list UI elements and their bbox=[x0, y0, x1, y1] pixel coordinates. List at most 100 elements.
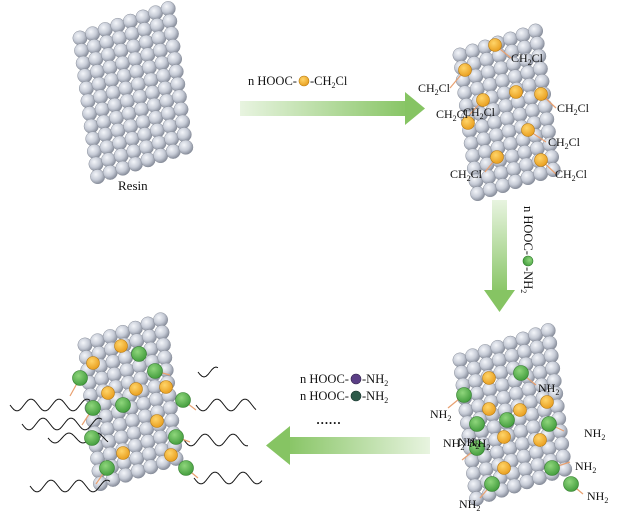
resin-bead bbox=[135, 114, 151, 130]
resin-bead bbox=[86, 143, 102, 159]
chloromethyl-unit bbox=[114, 339, 128, 353]
resin-bead bbox=[502, 335, 518, 351]
resin-bead bbox=[119, 362, 135, 378]
resin-bead bbox=[160, 106, 176, 122]
resin-bead bbox=[102, 164, 118, 180]
resin-bead bbox=[108, 110, 124, 126]
resin-bead bbox=[465, 43, 481, 59]
resin-bead bbox=[115, 55, 131, 71]
resin-bead bbox=[116, 68, 132, 84]
amine-unit-icon bbox=[522, 255, 534, 267]
resin-bead bbox=[94, 371, 110, 387]
resin-bead bbox=[153, 429, 169, 445]
resin-bead bbox=[104, 72, 120, 88]
resin-bead bbox=[140, 47, 156, 63]
resin-bead bbox=[90, 333, 106, 349]
resin-bead bbox=[493, 165, 509, 181]
resin-bead bbox=[75, 55, 91, 71]
chloromethyl-unit bbox=[164, 448, 178, 462]
ch2cl-label: CH2Cl bbox=[436, 107, 469, 123]
resin-bead bbox=[531, 352, 547, 368]
chloromethyl-unit bbox=[101, 386, 115, 400]
resin-bead bbox=[165, 38, 181, 54]
step1-arrow bbox=[240, 92, 425, 125]
chloromethyl-unit bbox=[482, 371, 496, 385]
resin-bead bbox=[134, 101, 150, 117]
ch2cl-label: CH2Cl bbox=[555, 167, 588, 183]
resin-bead bbox=[96, 114, 112, 130]
resin-bead bbox=[154, 324, 170, 340]
resin-bead bbox=[129, 333, 145, 349]
resin-bead bbox=[452, 47, 468, 63]
resin-bead bbox=[123, 118, 139, 134]
resin-bead bbox=[111, 30, 127, 46]
resin-bead bbox=[83, 118, 99, 134]
chloromethyl-unit bbox=[533, 433, 547, 447]
chloromethyl-unit bbox=[159, 380, 173, 394]
resin-bead bbox=[532, 470, 547, 486]
resin-bead bbox=[482, 182, 498, 198]
resin-bead bbox=[148, 5, 164, 21]
resin-bead bbox=[504, 348, 520, 364]
resin-bead bbox=[163, 26, 179, 42]
resin-bead bbox=[526, 419, 541, 435]
resin-bead bbox=[494, 377, 510, 393]
resin-bead bbox=[506, 478, 522, 494]
resin-bead bbox=[83, 387, 99, 403]
resin-bead bbox=[495, 178, 511, 194]
resin-bead bbox=[517, 344, 532, 360]
resin-bead bbox=[504, 148, 520, 164]
chloromethyl-unit-icon bbox=[298, 75, 310, 87]
nh2-label: NH2 bbox=[458, 435, 479, 451]
resin-bead bbox=[149, 122, 165, 138]
resin-bead bbox=[501, 123, 517, 139]
resin-bead bbox=[85, 26, 101, 42]
resin-bead bbox=[514, 436, 530, 452]
resin-bead bbox=[113, 148, 129, 164]
resin-bead bbox=[119, 93, 135, 109]
resin-bead bbox=[470, 186, 486, 202]
nh2-label: NH2 bbox=[575, 459, 596, 475]
amine-unit bbox=[85, 400, 101, 416]
amine-unit bbox=[131, 346, 147, 362]
resin-bead bbox=[99, 421, 115, 437]
resin-bead bbox=[97, 22, 113, 38]
resin-bead bbox=[151, 30, 167, 46]
resin-bead bbox=[105, 85, 121, 101]
amine-unit bbox=[178, 460, 194, 476]
resin-bead bbox=[148, 110, 164, 126]
resin-bead bbox=[508, 386, 524, 402]
resin-bead bbox=[162, 13, 178, 29]
nh2-label: NH2 bbox=[430, 407, 451, 423]
resin-bead bbox=[518, 157, 534, 173]
resin-bead bbox=[164, 131, 180, 147]
resin-bead bbox=[85, 131, 101, 147]
resin-bead bbox=[171, 89, 187, 105]
resin-bead bbox=[512, 107, 528, 123]
resin-bead bbox=[496, 85, 512, 101]
resin-bead bbox=[454, 365, 469, 381]
svg-text:n HOOC-: n HOOC- bbox=[248, 74, 297, 88]
resin-bead bbox=[173, 101, 189, 117]
resin-bead bbox=[520, 170, 536, 186]
resin-bead bbox=[99, 34, 115, 50]
resin-bead bbox=[137, 22, 153, 38]
resin-bead bbox=[155, 337, 171, 353]
nh2-label: NH2 bbox=[459, 497, 480, 513]
resin-bead bbox=[153, 148, 169, 164]
resin-bead bbox=[469, 386, 485, 402]
resin-bead bbox=[466, 360, 482, 376]
resin-bead bbox=[493, 60, 509, 76]
resin-bead bbox=[91, 76, 107, 92]
resin-bead bbox=[118, 467, 134, 483]
amine-unit bbox=[563, 476, 579, 492]
resin-bead bbox=[178, 139, 194, 155]
resin-bead bbox=[520, 65, 536, 81]
resin-bead bbox=[113, 429, 129, 445]
chloromethyl-unit bbox=[488, 38, 502, 52]
resin-bead bbox=[93, 89, 109, 105]
chloromethyl-unit bbox=[497, 430, 511, 444]
ch2cl-label: CH2Cl bbox=[418, 81, 451, 97]
resin-bead bbox=[513, 423, 529, 439]
